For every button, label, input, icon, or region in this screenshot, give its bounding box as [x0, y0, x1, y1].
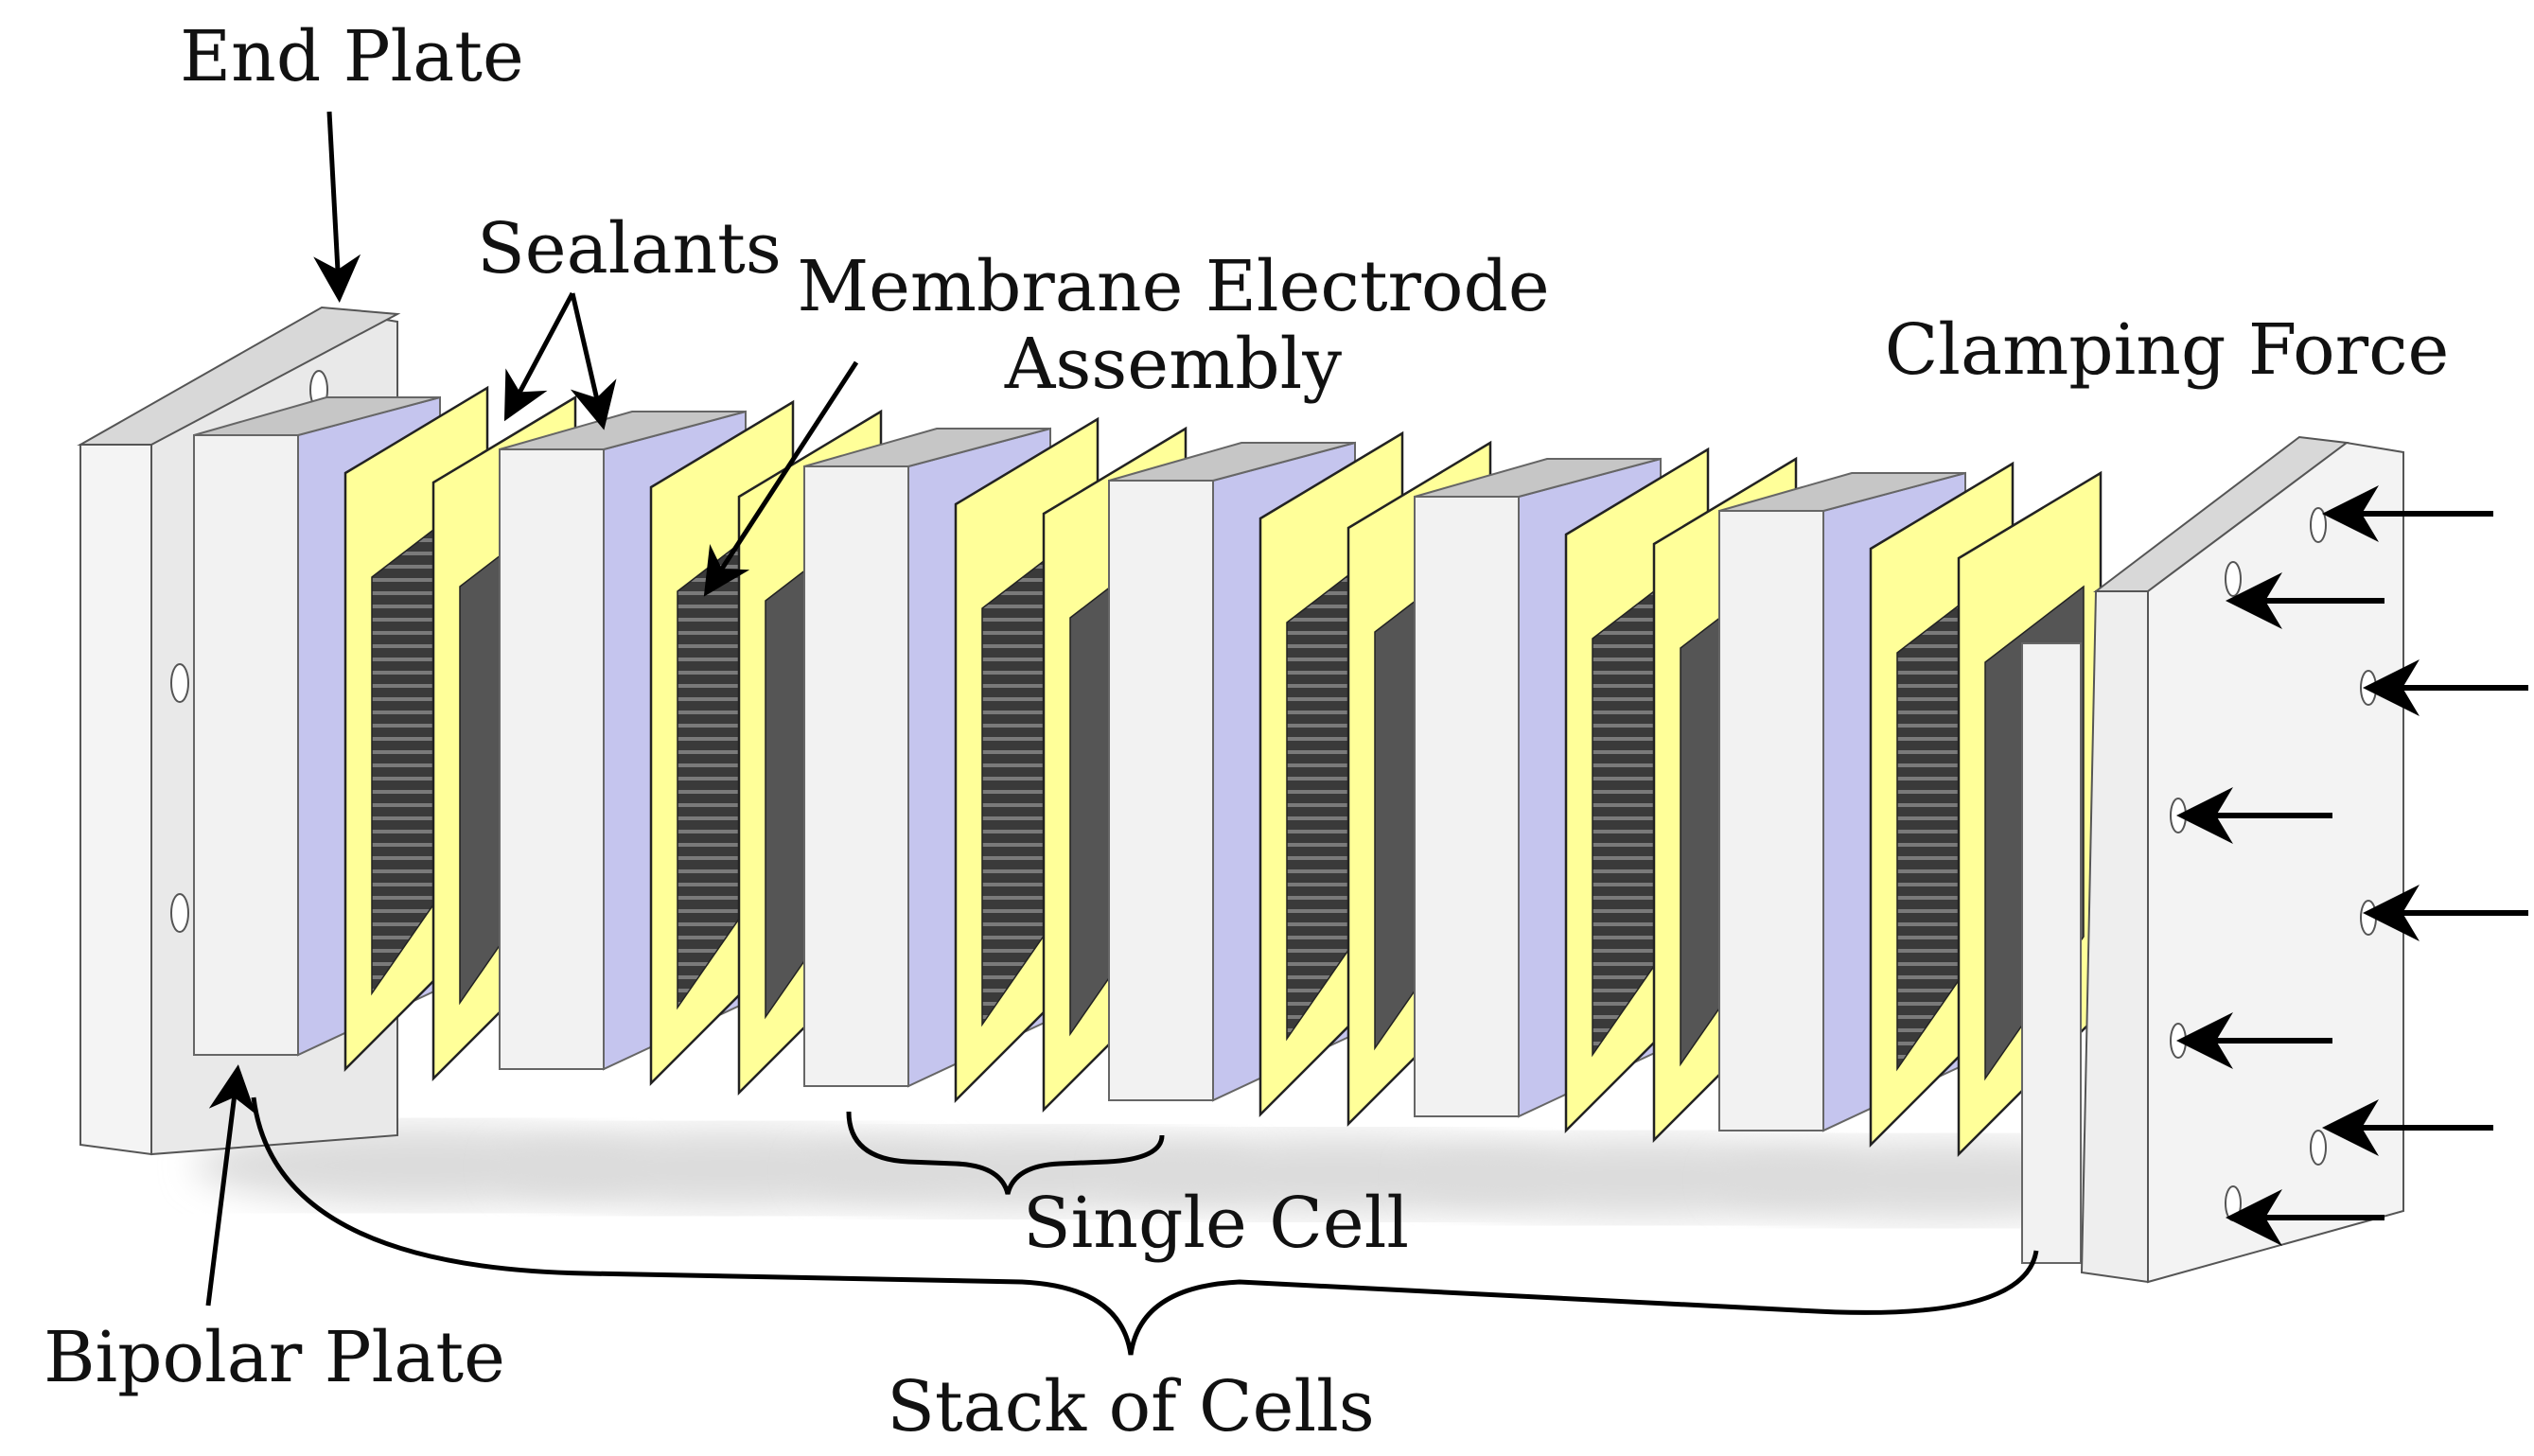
plate-front [499, 448, 605, 1070]
bolt-hole-icon [2225, 561, 2242, 597]
bolt-hole-icon [2170, 1023, 2187, 1059]
plate-front [2021, 642, 2082, 1264]
stack-of-cells-label: Stack of Cells [887, 1366, 1375, 1447]
mea-arrow-icon [703, 360, 859, 597]
plate-front [1718, 510, 1824, 1131]
bolt-hole-icon [2310, 507, 2327, 543]
mea-label-line1: Membrane Electrode [797, 246, 1549, 327]
stack-of-cells-brace [251, 1096, 2039, 1356]
bolt-hole-icon [2360, 670, 2377, 706]
bolt-hole-icon [170, 663, 189, 703]
sealant-arrow-icon [503, 291, 575, 422]
bolt-hole-icon [170, 893, 189, 933]
mea-label-line2: Assembly [1004, 324, 1342, 405]
bolt-hole-icon [2310, 1130, 2327, 1166]
pointer-arrows [205, 111, 859, 1307]
sealants-label: Sealants [477, 208, 782, 289]
clamping-force-label: Clamping Force [1885, 309, 2450, 391]
bipolar-plate-arrow-icon [205, 1064, 256, 1307]
sealant-arrow-icon [570, 292, 617, 430]
clamping-force-arrows [2176, 485, 2528, 1246]
bolt-hole-icon [2225, 1185, 2242, 1221]
plate-front [803, 465, 909, 1087]
plate-front [1108, 480, 1214, 1101]
bolt-hole-icon [2170, 798, 2187, 833]
cell-stack [193, 385, 2103, 1264]
braces [251, 1096, 2039, 1356]
bipolar-plate-label: Bipolar Plate [44, 1317, 505, 1398]
bipolar-plate [2021, 642, 2082, 1264]
end-plate-label: End Plate [180, 16, 524, 97]
plate-front [193, 434, 299, 1056]
single-cell-brace [846, 1111, 1165, 1195]
single-cell-label: Single Cell [1023, 1183, 1409, 1264]
labels: End Plate Sealants Membrane Electrode As… [44, 16, 2449, 1447]
bolt-hole-icon [2360, 900, 2377, 936]
right-end-plate [2080, 435, 2404, 1284]
plate-front [1414, 496, 1520, 1117]
end-plate-arrow-icon [313, 111, 361, 303]
